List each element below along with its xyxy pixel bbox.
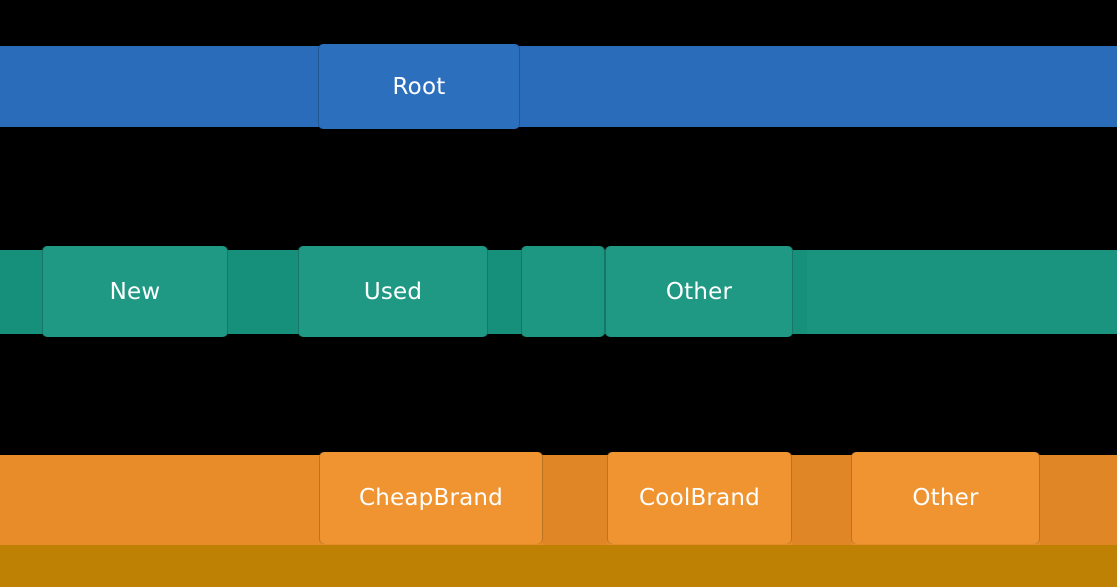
node-coolbrand[interactable]: CoolBrand (607, 452, 792, 544)
node-root[interactable]: Root (318, 44, 520, 129)
node-other-level1-label: Other (665, 278, 733, 305)
node-used[interactable]: Used (298, 246, 488, 337)
node-coolbrand-label: CoolBrand (639, 485, 760, 511)
node-new[interactable]: New (42, 246, 228, 337)
level-1-shade-2 (488, 250, 521, 334)
node-unlabeled[interactable] (521, 246, 605, 337)
next-level-strip (0, 545, 1117, 587)
level-2-shade-2 (1040, 455, 1117, 545)
level-2-shade-1 (792, 455, 851, 545)
node-other-level2-label: Other (912, 485, 979, 511)
level-1-shade-0 (0, 250, 42, 334)
node-root-label: Root (392, 73, 446, 100)
node-cheapbrand-label: CheapBrand (359, 485, 503, 511)
level-0-bar (0, 46, 1117, 127)
level-1-shade-3 (793, 250, 807, 334)
node-other-level1[interactable]: Other (605, 246, 793, 337)
node-other-level2[interactable]: Other (851, 452, 1040, 544)
node-cheapbrand[interactable]: CheapBrand (319, 452, 543, 544)
level-2-shade-0 (543, 455, 607, 545)
level-1-shade-1 (228, 250, 298, 334)
node-new-label: New (109, 278, 161, 305)
node-used-label: Used (363, 278, 423, 305)
